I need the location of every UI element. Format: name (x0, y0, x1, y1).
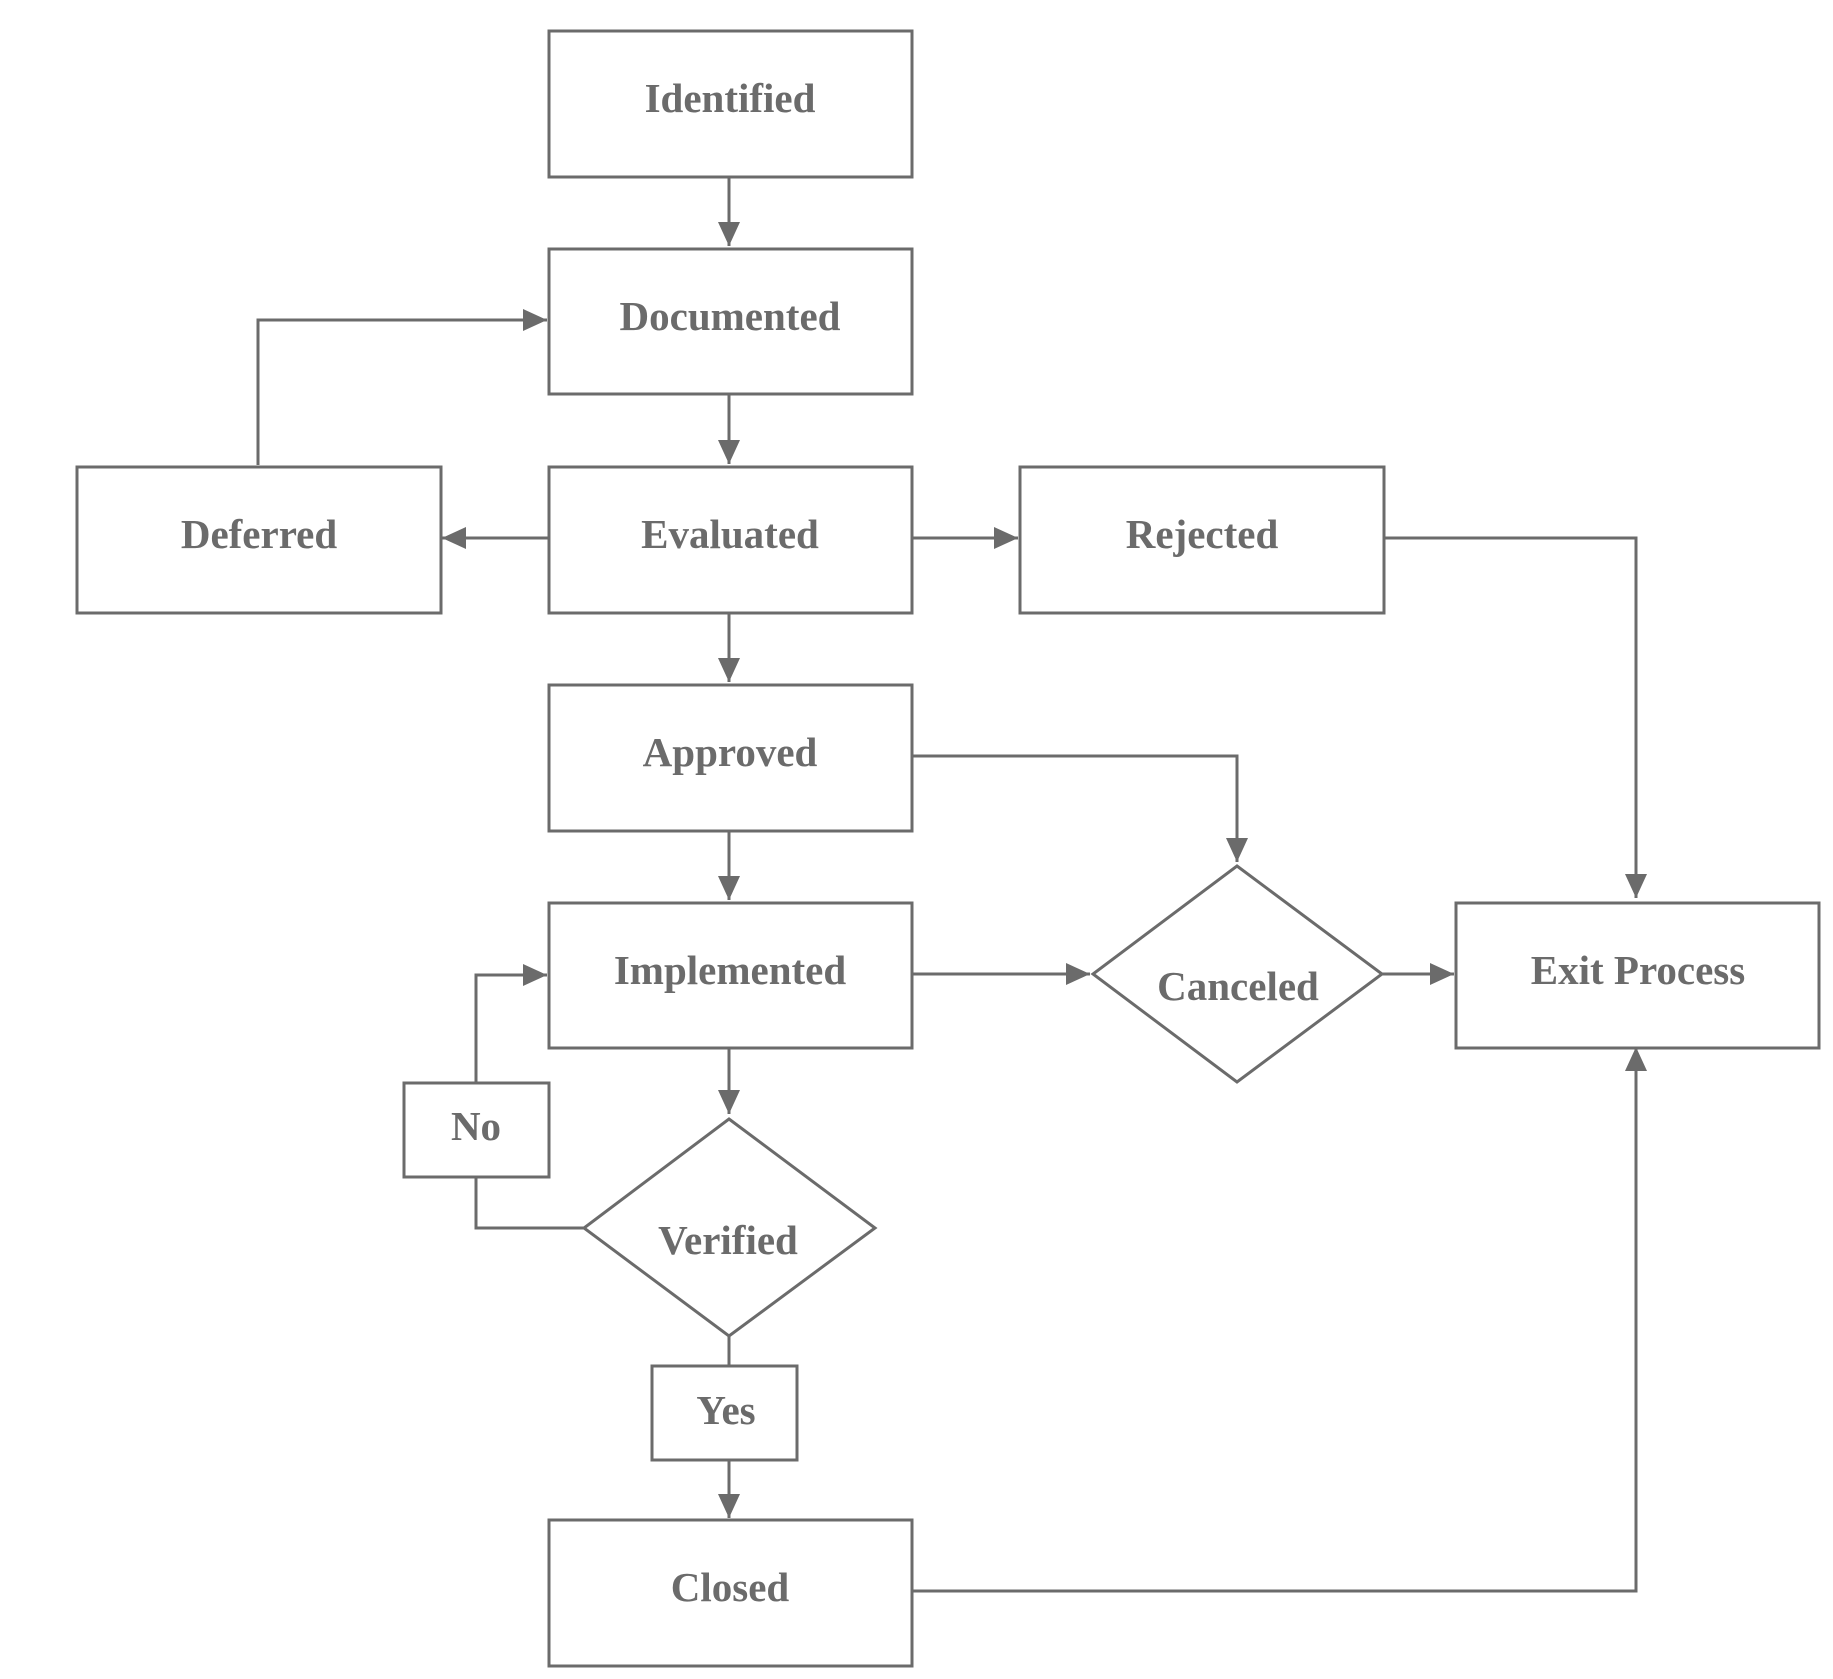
node-evaluated: Evaluated (547, 465, 914, 615)
edge-rejected-exit (1384, 536, 1647, 898)
node-yes: Yes (650, 1364, 799, 1462)
node-evaluated-label: Evaluated (641, 511, 819, 557)
edge-verified-no (474, 1177, 584, 1230)
node-closed: Closed (547, 1518, 914, 1668)
node-no-label: No (451, 1103, 501, 1149)
node-deferred: Deferred (75, 465, 443, 615)
connectors (256, 177, 1647, 1593)
node-verified: Verified (581, 1117, 878, 1338)
node-deferred-label: Deferred (181, 511, 338, 557)
node-no: No (402, 1081, 551, 1179)
node-canceled-label: Canceled (1157, 963, 1319, 1009)
edge-approved-canceled (912, 754, 1248, 862)
node-canceled: Canceled (1090, 864, 1385, 1084)
node-verified-label: Verified (658, 1217, 798, 1263)
node-documented-label: Documented (620, 293, 841, 339)
node-exit-process-label: Exit Process (1531, 947, 1745, 993)
edge-no-implemented (474, 964, 547, 1082)
node-rejected: Rejected (1018, 465, 1386, 615)
edge-closed-exit (912, 1047, 1647, 1593)
node-documented: Documented (547, 247, 914, 396)
edge-deferred-documented (256, 309, 547, 465)
node-implemented: Implemented (547, 901, 914, 1050)
node-approved-label: Approved (643, 729, 818, 775)
node-closed-label: Closed (671, 1564, 790, 1610)
node-approved: Approved (547, 683, 914, 833)
node-exit-process: Exit Process (1454, 901, 1821, 1050)
node-yes-label: Yes (696, 1387, 755, 1433)
node-identified-label: Identified (645, 75, 816, 121)
node-implemented-label: Implemented (614, 947, 847, 993)
node-rejected-label: Rejected (1126, 511, 1279, 557)
node-identified: Identified (547, 29, 914, 179)
